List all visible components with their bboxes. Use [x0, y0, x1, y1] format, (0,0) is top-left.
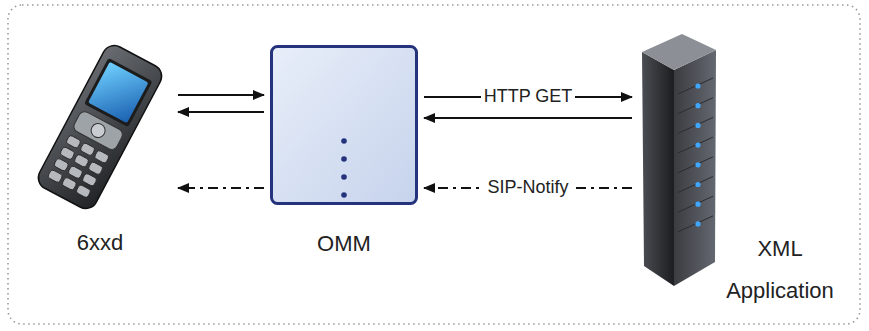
edge-label: HTTP GET [481, 87, 576, 107]
connector-arrow [424, 117, 632, 119]
node-label: 6xxd [38, 222, 162, 264]
connector-arrow [178, 187, 264, 189]
edge-label: SIP-Notify [484, 178, 571, 198]
connector-arrow [178, 94, 264, 96]
node-label: XML Application [710, 228, 850, 312]
phone-illustration [48, 42, 152, 212]
server-tower: XML Application [640, 30, 718, 288]
omm-box: OMM [270, 45, 418, 205]
phone-device: 6xxd [48, 42, 152, 212]
server-illustration [640, 30, 718, 288]
connector-arrow [178, 111, 264, 113]
dotted-outline [8, 5, 860, 324]
omm-illustration [270, 45, 418, 205]
node-label: OMM [270, 223, 418, 265]
